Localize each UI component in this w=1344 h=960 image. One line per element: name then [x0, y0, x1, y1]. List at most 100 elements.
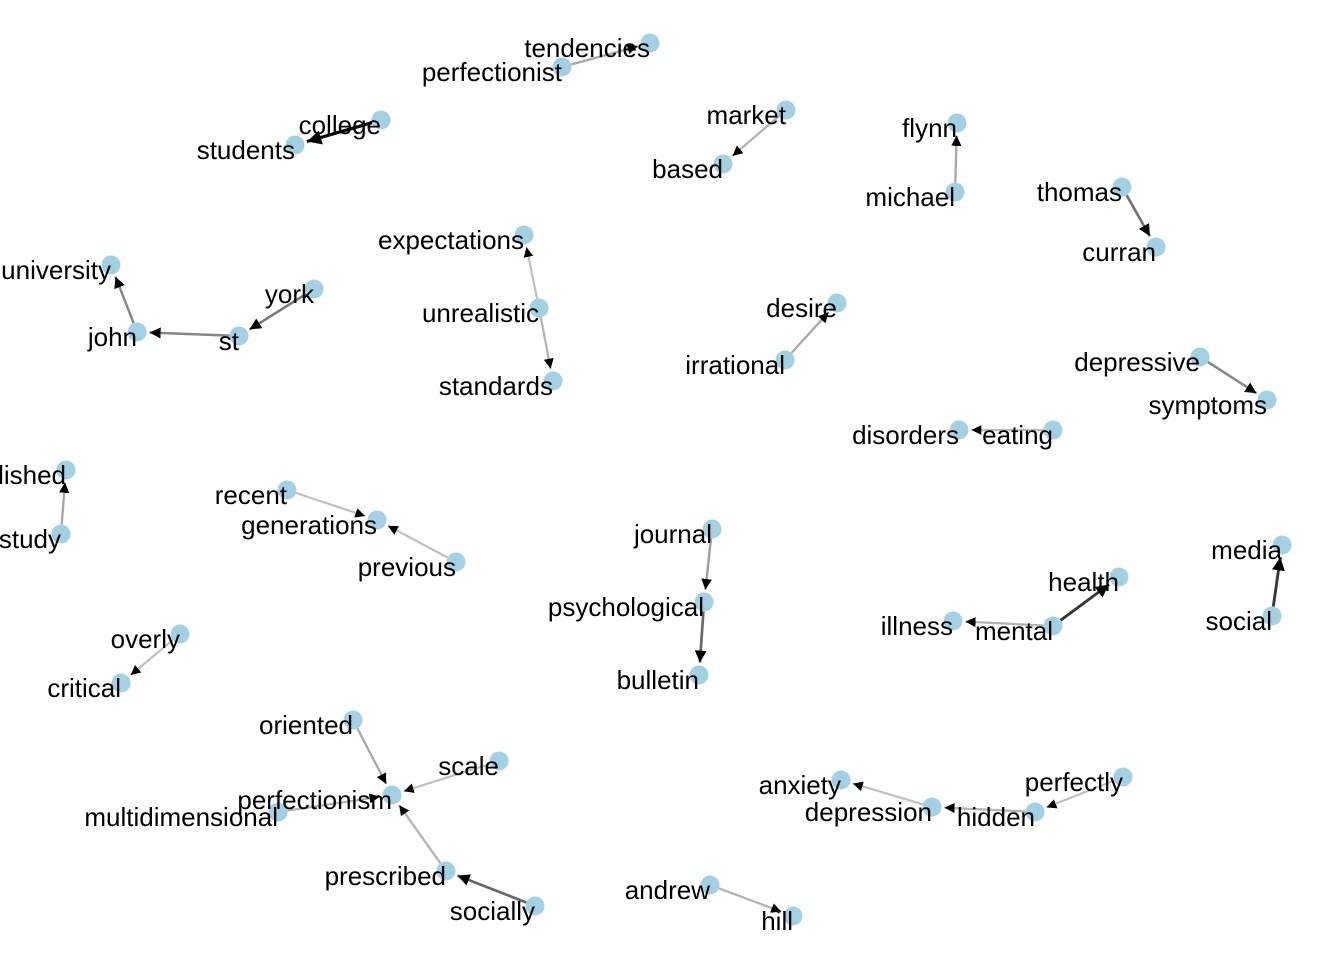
edge-study-published: [59, 482, 70, 525]
node-hill: [783, 906, 803, 926]
node-curran: [1146, 237, 1166, 257]
node-mental: [1043, 616, 1063, 636]
node-perfectly: [1113, 767, 1133, 787]
node-oriented: [343, 710, 363, 730]
label-social: social: [1206, 606, 1272, 636]
node-illness: [943, 611, 963, 631]
edge-scale-perfectionism: [403, 762, 491, 793]
label-hidden: hidden: [957, 802, 1035, 832]
label-generations: generations: [241, 510, 377, 540]
label-thomas: thomas: [1037, 177, 1122, 207]
node-standards: [543, 371, 563, 391]
edge-multidimensional-perfectionism: [287, 793, 380, 812]
edge-college-students: [306, 121, 373, 145]
label-perfectionism: perfectionism: [237, 785, 392, 815]
node-based: [713, 154, 733, 174]
label-standards: standards: [439, 371, 553, 401]
edge-oriented-perfectionism: [356, 727, 388, 785]
label-students: students: [197, 135, 295, 165]
node-hidden: [1025, 802, 1045, 822]
label-previous: previous: [358, 552, 456, 582]
edge-recent-generations: [295, 491, 366, 518]
node-st: [229, 326, 249, 346]
node-depression: [922, 797, 942, 817]
edge-market-based: [731, 115, 780, 157]
node-scale: [489, 751, 509, 771]
label-published: published: [0, 460, 66, 490]
label-college: college: [299, 110, 381, 140]
label-unrealistic: unrealistic: [422, 298, 539, 328]
edge-thomas-curran: [1125, 194, 1151, 237]
edge-andrew-hill: [718, 887, 782, 913]
node-critical: [111, 673, 131, 693]
label-john: john: [87, 322, 137, 352]
label-york: york: [265, 279, 315, 309]
edge-unrealistic-expectations: [523, 246, 539, 299]
node-social: [1262, 606, 1282, 626]
node-andrew: [700, 875, 720, 895]
label-prescribed: prescribed: [325, 861, 446, 891]
node-depressive: [1190, 347, 1210, 367]
node-college: [371, 110, 391, 130]
node-perfectionist: [552, 57, 572, 77]
node-media: [1272, 535, 1292, 555]
label-recent: recent: [215, 480, 288, 510]
label-critical: critical: [47, 673, 121, 703]
node-unrealistic: [529, 298, 549, 318]
node-desire: [827, 293, 847, 313]
label-irrational: irrational: [685, 350, 785, 380]
label-market: market: [707, 100, 787, 130]
label-university: university: [1, 255, 111, 285]
label-multidimensional: multidimensional: [84, 802, 278, 832]
label-psychological: psychological: [548, 592, 704, 622]
label-tendencies: tendencies: [524, 33, 650, 63]
label-scale: scale: [438, 751, 499, 781]
edge-social-media: [1271, 557, 1285, 607]
edge-john-university: [114, 276, 135, 324]
label-oriented: oriented: [259, 710, 353, 740]
node-flynn: [947, 113, 967, 133]
label-expectations: expectations: [378, 225, 524, 255]
node-eating: [1043, 420, 1063, 440]
node-thomas: [1112, 177, 1132, 197]
label-mental: mental: [975, 616, 1053, 646]
node-york: [304, 279, 324, 299]
label-illness: illness: [881, 611, 953, 641]
label-desire: desire: [766, 293, 837, 323]
edge-st-john: [149, 327, 230, 339]
label-journal: journal: [633, 519, 712, 549]
node-bulletin: [689, 665, 709, 685]
edge-journal-psychological: [701, 538, 713, 590]
node-socially: [525, 896, 545, 916]
label-perfectionist: perfectionist: [422, 57, 563, 87]
node-symptoms: [1257, 390, 1277, 410]
node-john: [127, 322, 147, 342]
edge-unrealistic-standards: [539, 317, 554, 369]
node-psychological: [694, 592, 714, 612]
edge-socially-prescribed: [457, 874, 527, 904]
node-recent: [277, 480, 297, 500]
label-health: health: [1048, 567, 1119, 597]
label-bulletin: bulletin: [617, 665, 699, 695]
node-expectations: [514, 225, 534, 245]
label-flynn: flynn: [902, 113, 957, 143]
label-andrew: andrew: [625, 875, 710, 905]
edge-mental-health: [1059, 583, 1110, 622]
node-university: [101, 255, 121, 275]
label-perfectly: perfectly: [1025, 767, 1123, 797]
edge-mental-illness: [965, 617, 1044, 628]
node-tendencies: [640, 33, 660, 53]
edge-psychological-bulletin: [694, 611, 707, 663]
edge-overly-critical: [129, 639, 174, 676]
label-depression: depression: [805, 797, 932, 827]
label-media: media: [1211, 535, 1282, 565]
node-generations: [367, 510, 387, 530]
edges-layer: [59, 44, 1285, 913]
edge-irrational-desire: [790, 311, 830, 354]
edge-previous-generations: [387, 524, 449, 559]
node-market: [776, 100, 796, 120]
node-study: [51, 524, 71, 544]
label-symptoms: symptoms: [1149, 390, 1267, 420]
